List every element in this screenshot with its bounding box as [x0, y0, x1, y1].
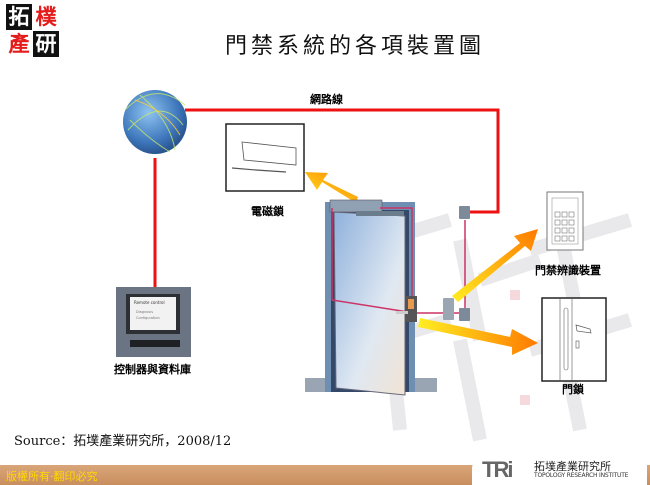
source-citation: Source：拓墣產業研究所，2008/12: [14, 434, 232, 449]
keypad-device-image: [546, 191, 584, 251]
arrow-to-access-device: [452, 229, 538, 302]
network-line: [153, 108, 500, 290]
network-line-label: 網路線: [310, 93, 343, 106]
door-illustration: [305, 199, 437, 396]
tri-logo: 拓 樸 產 研: [6, 4, 62, 58]
controller-computer-image: [116, 287, 191, 357]
screen-title: Remote control: [134, 300, 165, 305]
logo-char: 樸: [35, 4, 57, 29]
keypad-reader-small: [443, 298, 454, 320]
globe-icon: [123, 90, 187, 154]
page-title: 門禁系統的各項裝置圖: [224, 34, 485, 59]
controller-database-label: 控制器與資料庫: [114, 363, 191, 376]
arrow-to-electromagnetic-lock: [305, 172, 358, 203]
screen-item: Configuration: [136, 316, 160, 320]
door-lock-image: [541, 297, 607, 382]
brand-name-cn: 拓墣產業研究所: [534, 460, 611, 473]
tri-mark: TRi: [482, 457, 513, 482]
door-lock-label: 門鎖: [562, 383, 584, 396]
network-junction-box: [459, 206, 470, 219]
brand-name-en: TOPOLOGY RESEARCH INSTITUTE: [534, 472, 629, 479]
tri-brand-logo: TRi 拓墣產業研究所 TOPOLOGY RESEARCH INSTITUTE: [472, 455, 647, 485]
logo-char: 研: [33, 31, 59, 57]
logo-char: 拓: [6, 4, 32, 30]
access-device-label: 門禁辨識裝置: [535, 264, 601, 277]
arrow-to-door-lock: [418, 318, 538, 355]
electromagnetic-lock-image: [225, 123, 305, 192]
copyright-text: 版權所有‧翻印必究: [6, 470, 98, 483]
screen-item: Diagnosis: [136, 310, 153, 314]
reader-junction-box: [459, 308, 470, 321]
electromagnetic-lock-label: 電磁鎖: [251, 205, 284, 218]
logo-char: 產: [8, 31, 30, 56]
